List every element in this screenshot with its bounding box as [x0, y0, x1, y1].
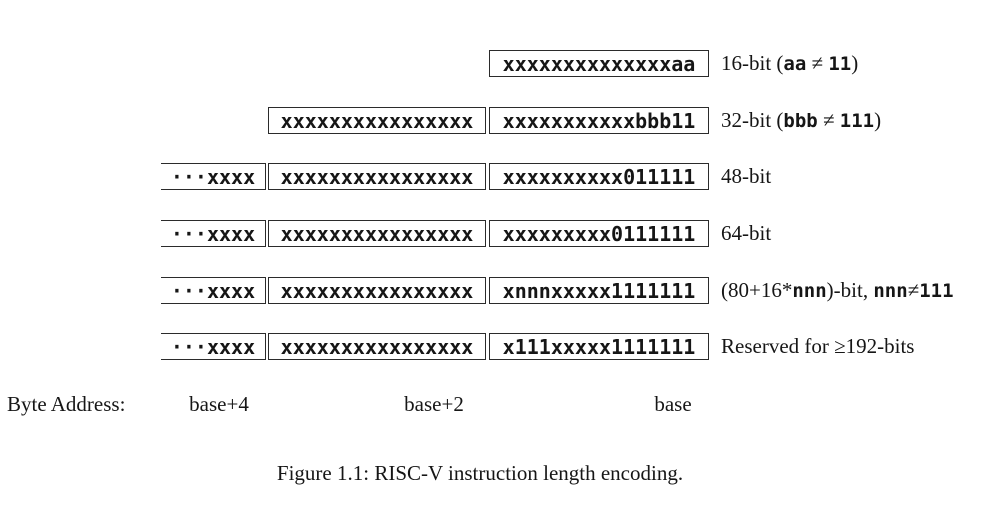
row-label-80plus-bit: (80+16*nnn)-bit, nnn≠111 — [721, 278, 954, 302]
figure-caption: Figure 1.1: RISC-V instruction length en… — [276, 461, 684, 485]
parcel-base-plus-2: xxxxxxxxxxxxxxxx — [268, 277, 486, 304]
parcel-base-plus-4-continuation: ···xxxx — [161, 163, 266, 190]
byte-address-base-plus-4: base+4 — [189, 392, 249, 416]
parcel-base-plus-2: xxxxxxxxxxxxxxxx — [268, 333, 486, 360]
byte-address-base: base — [654, 392, 692, 416]
parcel-base-plus-2: xxxxxxxxxxxxxxxx — [268, 220, 486, 247]
row-label-32bit: 32-bit (bbb ≠ 111) — [721, 108, 882, 132]
parcel-base: xxxxxxxxxxxbbb11 — [489, 107, 709, 134]
row-label-64bit: 64-bit — [721, 221, 772, 245]
parcel-base-plus-2: xxxxxxxxxxxxxxxx — [268, 163, 486, 190]
parcel-base-plus-4-continuation: ···xxxx — [161, 220, 266, 247]
parcel-base: xxxxxxxxx0111111 — [489, 220, 709, 247]
parcel-base-plus-2: xxxxxxxxxxxxxxxx — [268, 107, 486, 134]
row-label-16bit: 16-bit (aa ≠ 11) — [721, 51, 859, 75]
parcel-base: xnnnxxxxx1111111 — [489, 277, 709, 304]
row-label-48bit: 48-bit — [721, 164, 772, 188]
row-label-reserved: Reserved for ≥192-bits — [721, 334, 915, 358]
parcel-base-plus-4-continuation: ···xxxx — [161, 333, 266, 360]
byte-address-base-plus-2: base+2 — [404, 392, 464, 416]
parcel-base: xxxxxxxxxxxxxxaa — [489, 50, 709, 77]
parcel-base: x111xxxxx1111111 — [489, 333, 709, 360]
parcel-base: xxxxxxxxxx011111 — [489, 163, 709, 190]
byte-address-heading: Byte Address: — [7, 392, 126, 416]
parcel-base-plus-4-continuation: ···xxxx — [161, 277, 266, 304]
